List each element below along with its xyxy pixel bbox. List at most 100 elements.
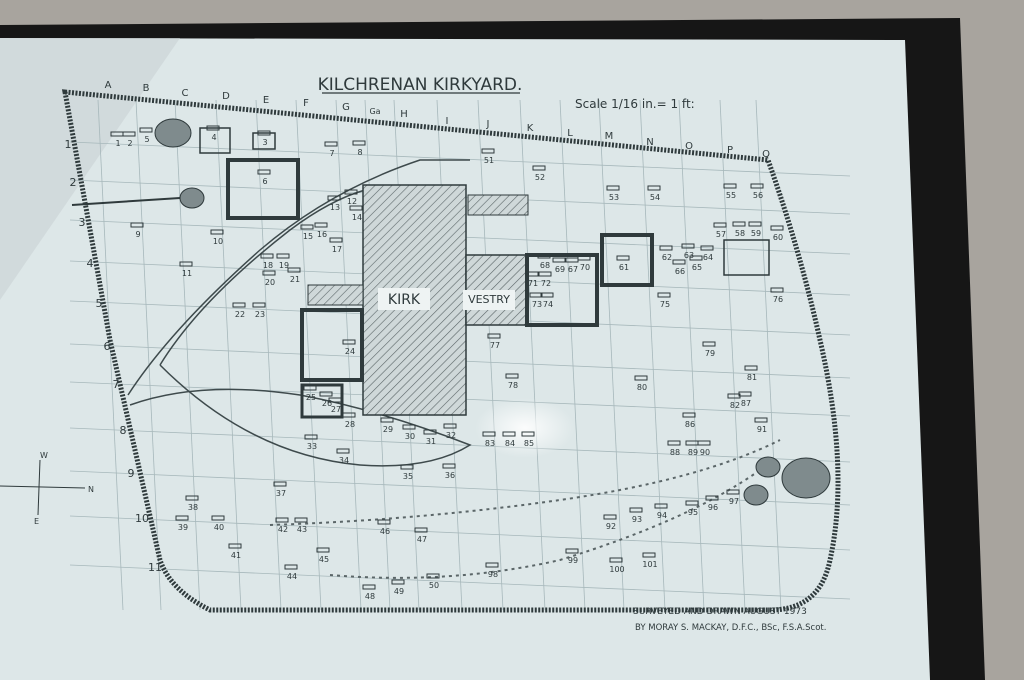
plot-number: 57: [716, 230, 726, 239]
plot-number: 44: [287, 572, 297, 581]
grave-marker: [616, 255, 630, 261]
plot-number: 65: [692, 263, 702, 272]
compass-north: N: [88, 485, 94, 494]
plot-number: 27: [331, 405, 341, 414]
grave-marker: [402, 424, 416, 430]
row-label: 5: [96, 297, 103, 310]
grave-marker: [443, 423, 457, 429]
plot-number: 1: [115, 139, 120, 148]
plot-number: 76: [773, 295, 783, 304]
plot-number: 36: [445, 471, 455, 480]
row-label: 4: [87, 257, 94, 270]
column-label: F: [303, 98, 309, 109]
vestry-label: VESTRY: [468, 293, 510, 306]
plot-number: 82: [730, 401, 740, 410]
plot-number: 5: [144, 135, 149, 144]
grave-marker: [603, 514, 617, 520]
plot-number: 16: [317, 230, 327, 239]
grave-marker: [697, 440, 711, 446]
grave-marker: [342, 339, 356, 345]
scale-label: Scale 1/16 in.= 1 ft:: [575, 97, 695, 111]
column-label: Q: [762, 149, 770, 160]
plot-number: 51: [484, 156, 494, 165]
grave-marker: [667, 440, 681, 446]
grave-marker: [682, 412, 696, 418]
plot-number: 40: [214, 523, 224, 532]
grave-marker: [316, 547, 330, 553]
grave-marker: [130, 222, 144, 228]
plot-number: 42: [278, 525, 288, 534]
plot-number: 24: [345, 347, 355, 356]
grave-marker: [565, 548, 579, 554]
grave-marker: [702, 341, 716, 347]
plot-number: 39: [178, 523, 188, 532]
column-label: M: [605, 131, 614, 142]
grave-marker: [122, 131, 136, 137]
plot-number: 96: [708, 503, 718, 512]
plot-number: 18: [263, 261, 273, 270]
plot-number: 100: [609, 565, 624, 574]
grave-marker: [175, 515, 189, 521]
plot-number: 88: [670, 448, 680, 457]
grave-marker: [303, 385, 317, 391]
compass-west: W: [40, 451, 48, 460]
plot-number: 8: [357, 148, 362, 157]
plot-number: 95: [688, 508, 698, 517]
column-label: N: [646, 137, 653, 148]
grave-marker: [257, 130, 271, 136]
grave-marker: [442, 463, 456, 469]
grave-marker: [314, 222, 328, 228]
plot-number: 13: [330, 203, 340, 212]
plot-number: 68: [540, 261, 550, 270]
plot-number: 37: [276, 489, 286, 498]
plot-number: 32: [446, 431, 456, 440]
grave-marker: [609, 557, 623, 563]
grave-marker: [287, 267, 301, 273]
enclosure: [226, 158, 300, 220]
grave-marker: [634, 375, 648, 381]
grave-marker: [537, 253, 551, 259]
grave-marker: [275, 517, 289, 523]
grave-marker: [485, 562, 499, 568]
grave-marker: [273, 481, 287, 487]
path: [127, 159, 470, 396]
row-label: 6: [104, 340, 111, 353]
row-label: 8: [120, 424, 127, 437]
grave-marker: [654, 503, 668, 509]
grave-marker: [552, 257, 566, 263]
enclosure: [600, 233, 654, 287]
grave-marker: [657, 292, 671, 298]
grave-marker: [647, 185, 661, 191]
grave-marker: [744, 365, 758, 371]
credit-line-2: BY MORAY S. MACKAY, D.F.C., BSc, F.S.A.S…: [635, 623, 826, 633]
row-label: 7: [113, 378, 120, 391]
row-label: 9: [128, 467, 135, 480]
grave-marker: [705, 495, 719, 501]
grave-marker: [349, 205, 363, 211]
grave-marker: [754, 417, 768, 423]
plot-number: 17: [332, 245, 342, 254]
grave-marker: [748, 221, 762, 227]
plot-number: 10: [213, 237, 223, 246]
plot-number: 87: [741, 399, 751, 408]
grave-marker: [681, 243, 695, 249]
plot-number: 63: [684, 251, 694, 260]
grave-marker: [327, 195, 341, 201]
grave-marker: [738, 391, 752, 397]
grave-marker: [211, 515, 225, 521]
plot-number: 59: [751, 229, 761, 238]
grave-marker: [352, 140, 366, 146]
plot-number: 67: [568, 265, 578, 274]
plot-number: 89: [688, 448, 698, 457]
plot-number: 4: [211, 133, 216, 142]
plot-number: 98: [488, 570, 498, 579]
plot-number: 94: [657, 511, 667, 520]
grave-marker: [538, 271, 552, 277]
plot-number: 84: [505, 439, 515, 448]
plot-number: 93: [632, 515, 642, 524]
grave-marker: [329, 237, 343, 243]
plot-number: 70: [580, 263, 590, 272]
grave-marker: [336, 448, 350, 454]
grave-marker: [672, 259, 686, 265]
column-label: O: [685, 141, 693, 152]
